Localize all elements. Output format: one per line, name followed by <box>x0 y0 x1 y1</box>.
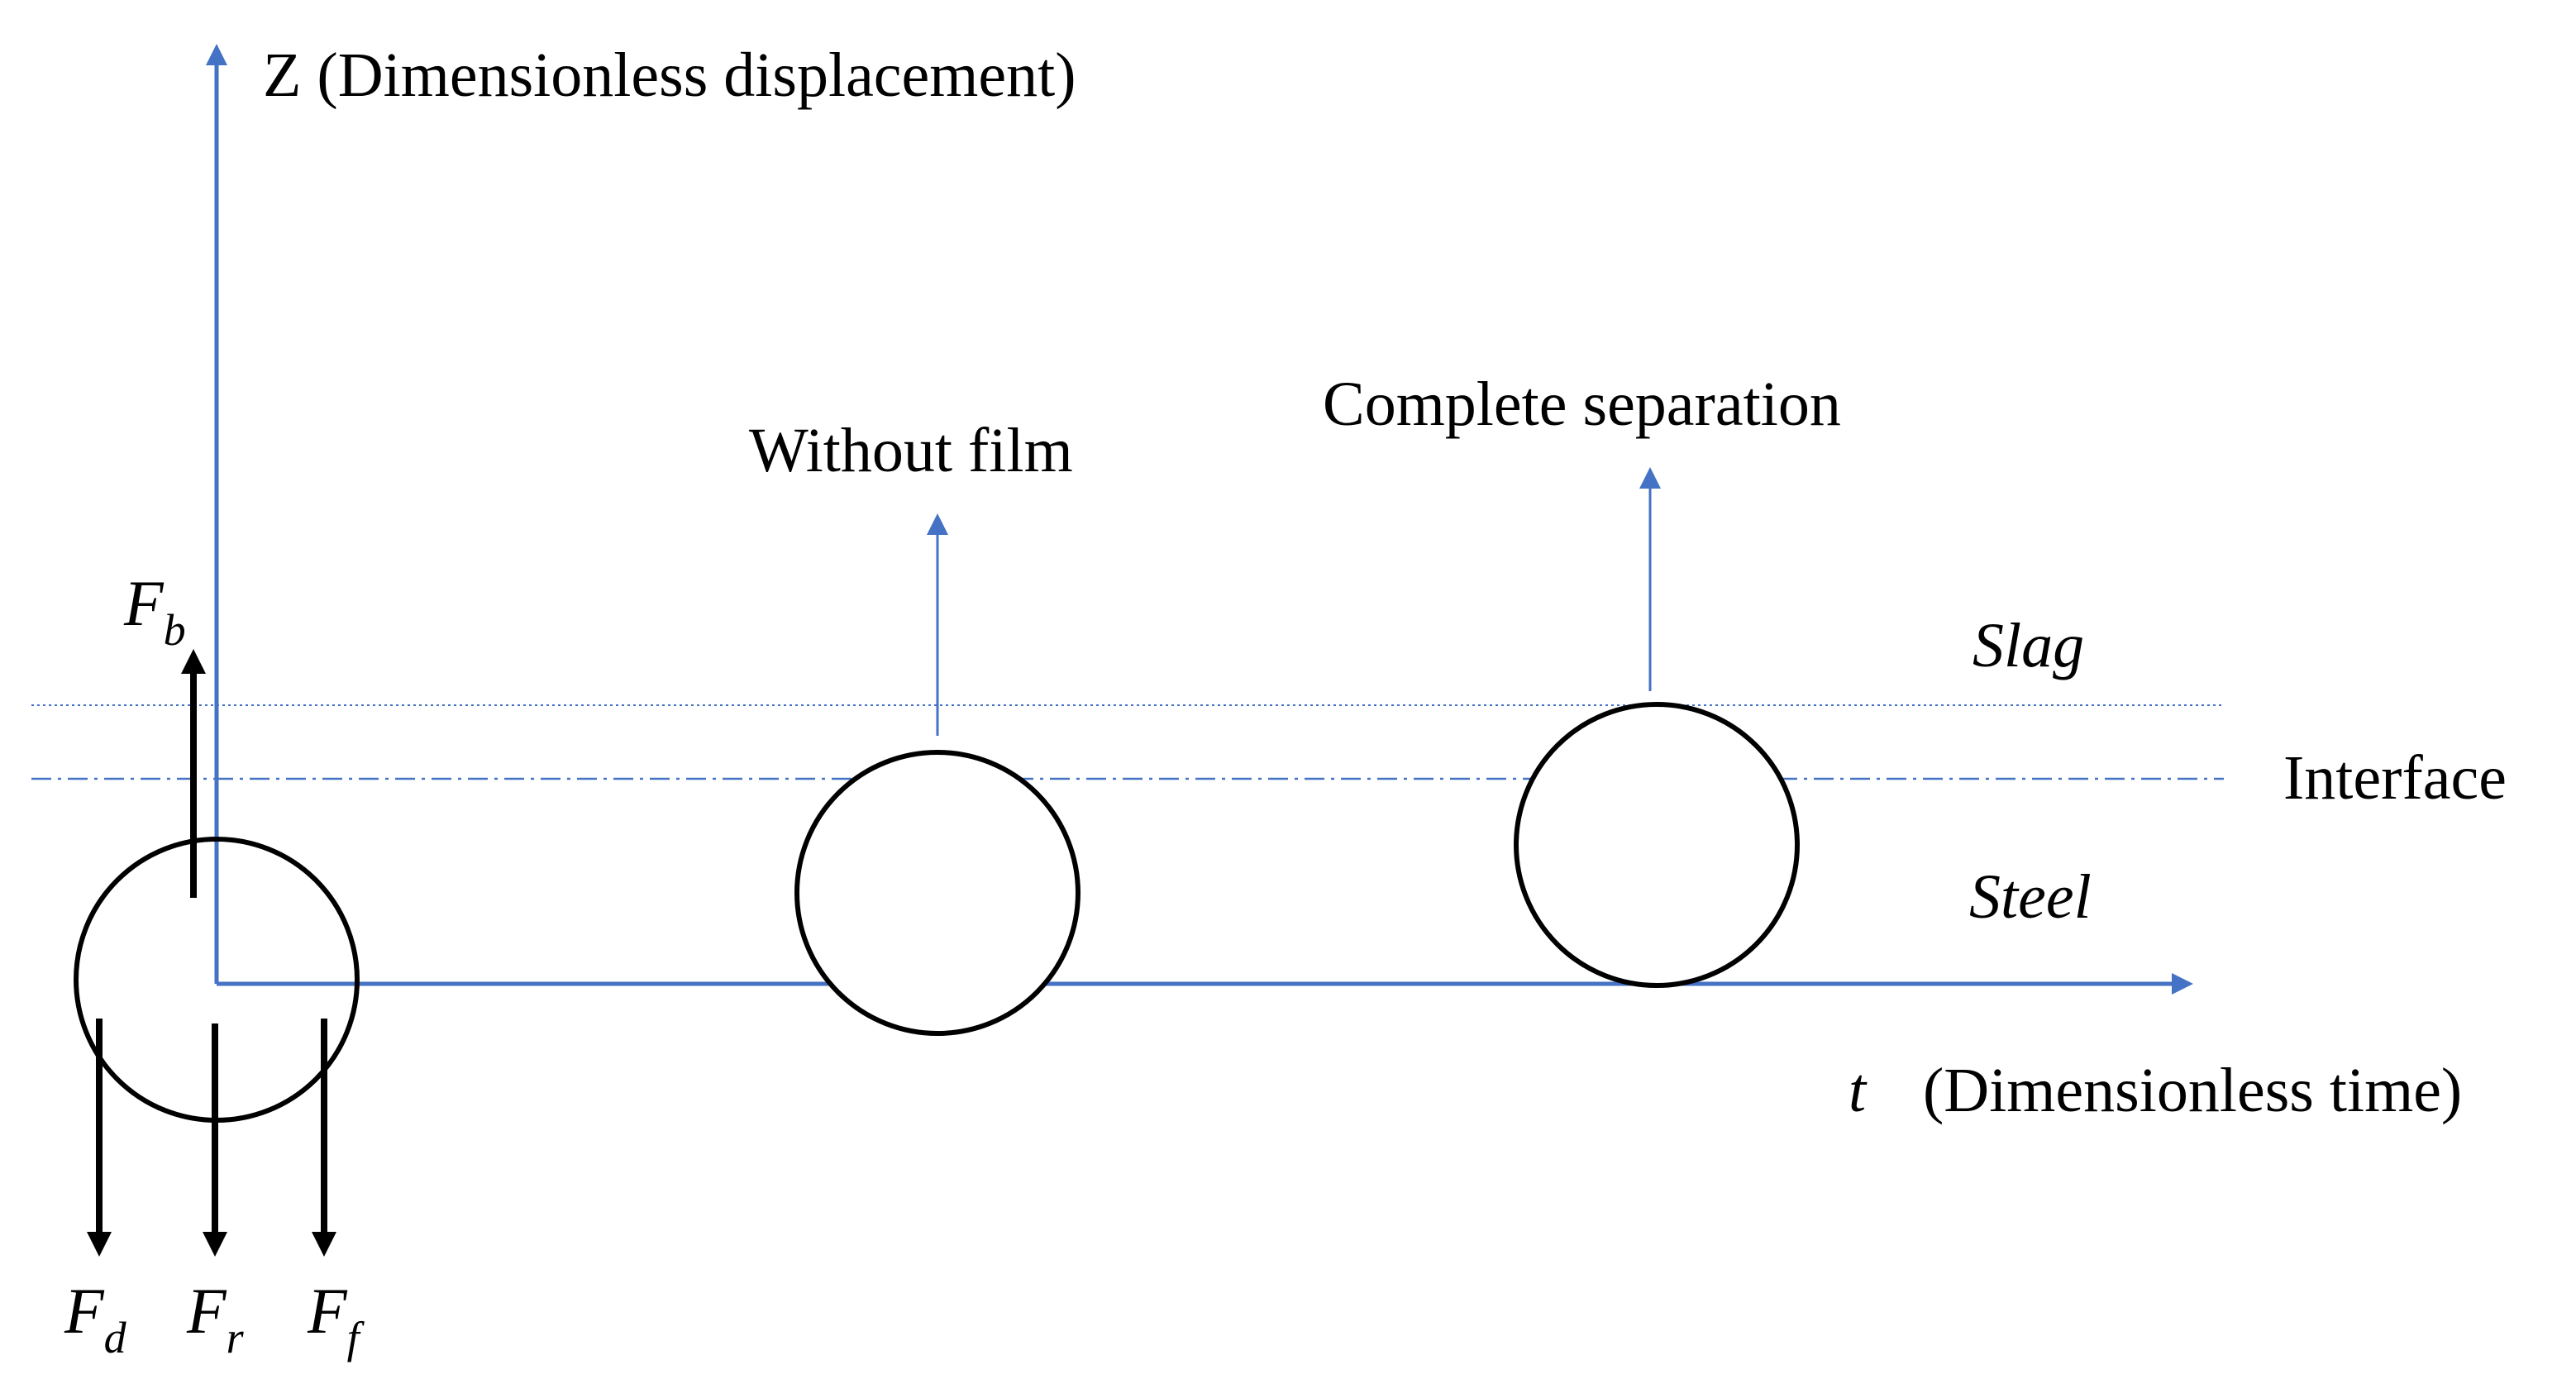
slag-label: Slag <box>1973 611 2084 680</box>
z-axis-label: Z (Dimensionless displacement) <box>263 41 1076 110</box>
t-axis-symbol: t <box>1849 1056 1868 1125</box>
t-axis-label: (Dimensionless time) <box>1923 1056 2462 1125</box>
complete-separation-label: Complete separation <box>1323 370 1841 439</box>
buoyancy-force-label: Fb <box>123 567 186 655</box>
film-force-label: Ff <box>307 1275 365 1362</box>
steel-label: Steel <box>1969 862 2092 932</box>
rebound-force-label: Fr <box>186 1275 245 1362</box>
bubble-complete-separation <box>1514 702 1800 988</box>
interface-label: Interface <box>2283 743 2507 813</box>
without-film-label: Without film <box>749 416 1073 485</box>
bubble-without-film <box>794 750 1080 1036</box>
drag-force-label: Fd <box>64 1275 127 1362</box>
